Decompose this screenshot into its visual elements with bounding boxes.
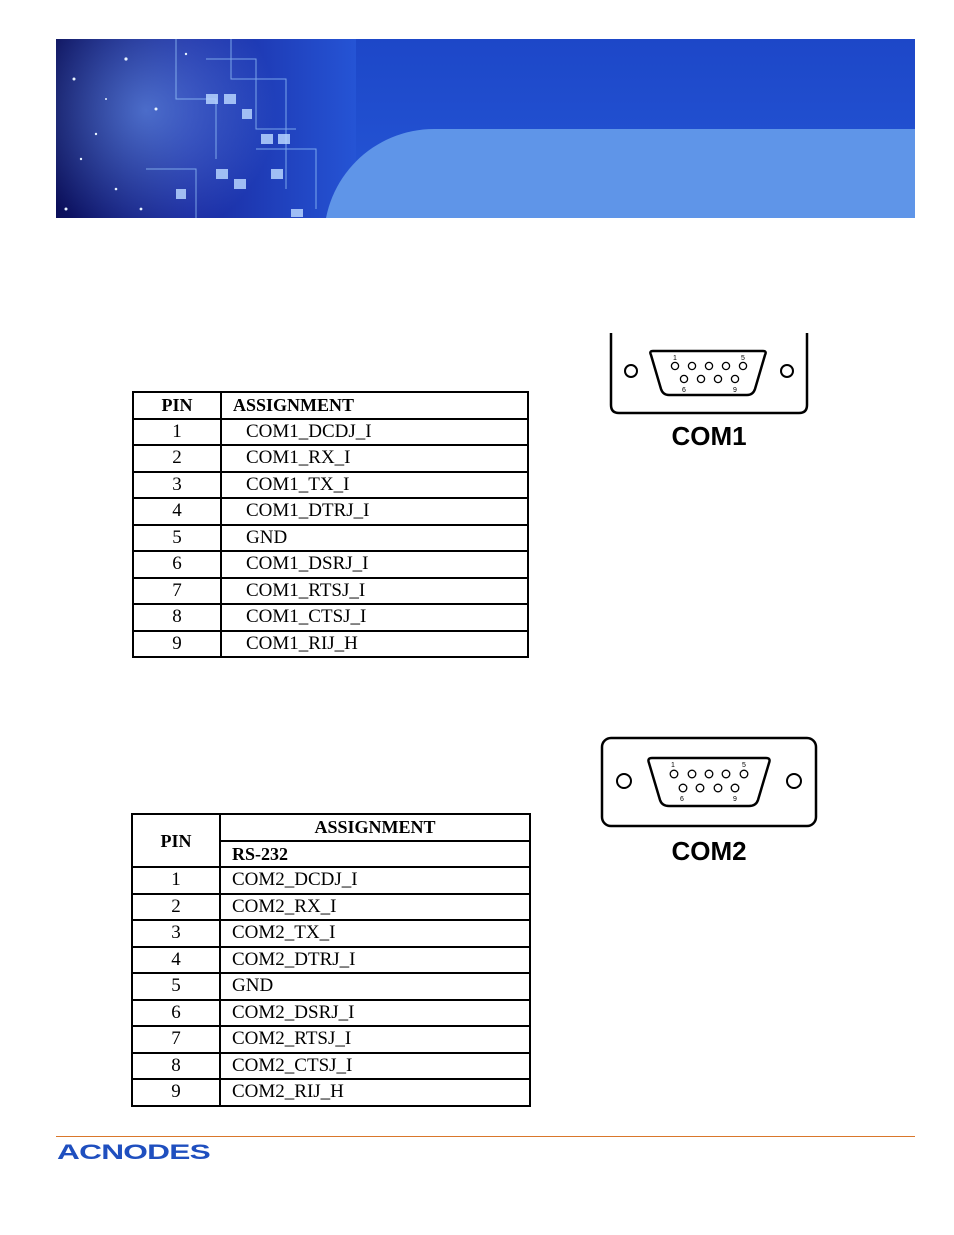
svg-text:5: 5	[742, 762, 746, 769]
pin-number: 1	[133, 419, 221, 446]
pin-assignment: COM2_RX_I	[220, 894, 530, 921]
pin-assignment: GND	[220, 973, 530, 1000]
mode-subheader: RS-232	[220, 841, 530, 868]
pin-assignment: COM1_RIJ_H	[221, 631, 528, 658]
com1-connector-diagram: 1 5 6 9 COM1	[609, 333, 809, 455]
svg-text:5: 5	[741, 355, 745, 362]
pin-assignment: COM2_RIJ_H	[220, 1079, 530, 1106]
pin-assignment: COM1_CTSJ_I	[221, 604, 528, 631]
assignment-column-header: ASSIGNMENT	[221, 392, 528, 419]
pin-number: 6	[133, 551, 221, 578]
pin-assignment: COM1_DCDJ_I	[221, 419, 528, 446]
pin-column-header: PIN	[132, 814, 220, 867]
com2-connector-label: COM2	[600, 836, 818, 867]
pin-assignment: COM1_TX_I	[221, 472, 528, 499]
pin-number: 8	[133, 604, 221, 631]
pin-number: 9	[132, 1079, 220, 1106]
svg-text:6: 6	[680, 796, 684, 803]
footer-divider	[56, 1136, 915, 1137]
pin-assignment: COM2_TX_I	[220, 920, 530, 947]
table-header-row: PIN ASSIGNMENT	[133, 392, 528, 419]
header-banner	[56, 39, 915, 218]
pin-column-header: PIN	[133, 392, 221, 419]
pin-assignment: COM1_DSRJ_I	[221, 551, 528, 578]
table-header-row: PIN ASSIGNMENT	[132, 814, 530, 841]
pin-number: 5	[133, 525, 221, 552]
pin-number: 2	[132, 894, 220, 921]
pin-number: 3	[133, 472, 221, 499]
pin-number: 5	[132, 973, 220, 1000]
svg-text:1: 1	[673, 355, 677, 362]
pin-assignment: COM1_RTSJ_I	[221, 578, 528, 605]
acnodes-logo: ACNODES	[57, 1140, 212, 1162]
svg-text:6: 6	[682, 387, 686, 394]
com1-connector-label: COM1	[609, 421, 809, 452]
pin-assignment: COM1_RX_I	[221, 445, 528, 472]
banner-wave-decoration	[324, 129, 915, 218]
pin-assignment: GND	[221, 525, 528, 552]
pin-number: 1	[132, 867, 220, 894]
pin-number: 4	[132, 947, 220, 974]
svg-text:1: 1	[671, 762, 675, 769]
assignment-column-header: ASSIGNMENT	[220, 814, 530, 841]
pin-assignment: COM1_DTRJ_I	[221, 498, 528, 525]
com2-connector-diagram: 1 5 6 9 COM2	[600, 736, 818, 868]
pin-number: 9	[133, 631, 221, 658]
logo-text: ACNODES	[57, 1141, 211, 1162]
pin-number: 8	[132, 1053, 220, 1080]
pin-number: 7	[133, 578, 221, 605]
pin-assignment: COM2_DTRJ_I	[220, 947, 530, 974]
pin-number: 7	[132, 1026, 220, 1053]
pin-number: 6	[132, 1000, 220, 1027]
pin-assignment: COM2_DCDJ_I	[220, 867, 530, 894]
pin-number: 2	[133, 445, 221, 472]
pin-assignment: COM2_DSRJ_I	[220, 1000, 530, 1027]
pin-number: 4	[133, 498, 221, 525]
pin-assignment: COM2_RTSJ_I	[220, 1026, 530, 1053]
db9-connector-icon: 1 5 6 9	[609, 333, 809, 418]
pin-assignment: COM2_CTSJ_I	[220, 1053, 530, 1080]
db9-connector-icon: 1 5 6 9	[600, 736, 818, 831]
svg-text:9: 9	[733, 387, 737, 394]
circuit-traces-decoration	[56, 39, 356, 218]
svg-text:9: 9	[733, 796, 737, 803]
pin-number: 3	[132, 920, 220, 947]
